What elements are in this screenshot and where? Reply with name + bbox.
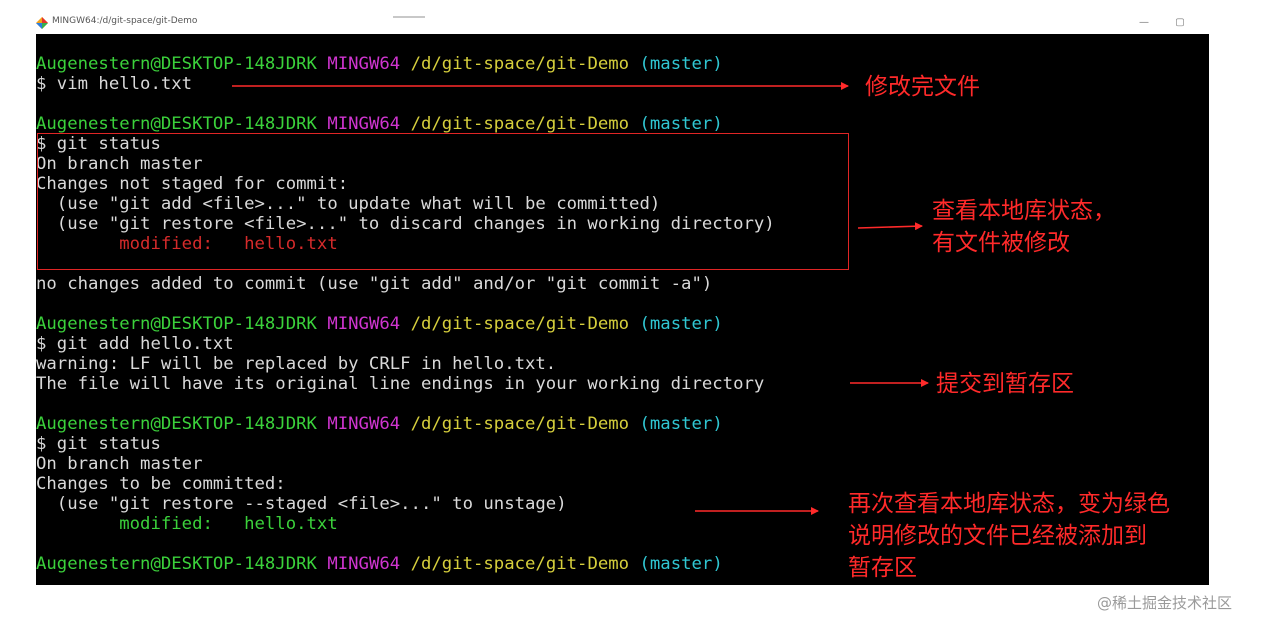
prompt-line: Augenestern@DESKTOP-148JDRK MINGW64 /d/g… <box>36 314 723 334</box>
output-line: (use "git restore --staged <file>..." to… <box>36 494 567 514</box>
output-line: (use "git add <file>..." to update what … <box>36 194 661 214</box>
annotation-status-line1: 查看本地库状态， <box>932 198 1116 224</box>
output-line: (use "git restore <file>..." to discard … <box>36 214 775 234</box>
prompt-line: Augenestern@DESKTOP-148JDRK MINGW64 /d/g… <box>36 54 723 74</box>
prompt-line: Augenestern@DESKTOP-148JDRK MINGW64 /d/g… <box>36 554 723 574</box>
command-line: $ vim hello.txt <box>36 74 193 94</box>
command-line: $ git add hello.txt <box>36 334 234 354</box>
annotation-status-line2: 有文件被修改 <box>932 230 1070 256</box>
annotation-staged: 提交到暂存区 <box>936 371 1074 397</box>
output-line: On branch master <box>36 454 203 474</box>
drag-handle[interactable] <box>393 16 425 18</box>
output-line: Changes not staged for commit: <box>36 174 349 194</box>
window-title: MINGW64:/d/git-space/git-Demo <box>52 16 198 26</box>
annotation-recheck-line3: 暂存区 <box>848 555 917 581</box>
watermark: @稀土掘金技术社区 <box>1097 594 1233 612</box>
output-line: no changes added to commit (use "git add… <box>36 274 713 294</box>
terminal-area[interactable]: Augenestern@DESKTOP-148JDRK MINGW64 /d/g… <box>36 34 1209 585</box>
annotation-recheck-line2: 说明修改的文件已经被添加到 <box>848 523 1147 549</box>
prompt-line: Augenestern@DESKTOP-148JDRK MINGW64 /d/g… <box>36 114 723 134</box>
annotation-recheck-line1: 再次查看本地库状态，变为绿色 <box>848 491 1170 517</box>
highlight-box <box>37 133 849 270</box>
terminal-output: Augenestern@DESKTOP-148JDRK MINGW64 /d/g… <box>36 54 1209 574</box>
annotation-edit-done: 修改完文件 <box>865 74 980 100</box>
output-line: warning: LF will be replaced by CRLF in … <box>36 354 557 374</box>
maximize-button[interactable]: ▢ <box>1175 17 1185 28</box>
arrow-2 <box>857 222 923 231</box>
command-line: $ git status <box>36 134 161 154</box>
title-bar[interactable]: MINGW64:/d/git-space/git-Demo — ▢ <box>30 12 1210 34</box>
output-line: Changes to be committed: <box>36 474 286 494</box>
prompt-line: Augenestern@DESKTOP-148JDRK MINGW64 /d/g… <box>36 414 723 434</box>
output-line: The file will have its original line end… <box>36 374 765 394</box>
output-line: On branch master <box>36 154 203 174</box>
minimize-button[interactable]: — <box>1139 17 1149 28</box>
command-line: $ git status <box>36 434 161 454</box>
mingw-app-icon <box>36 17 48 29</box>
staged-file-line: modified: hello.txt <box>119 514 338 534</box>
unstaged-file-line: modified: hello.txt <box>119 234 338 254</box>
